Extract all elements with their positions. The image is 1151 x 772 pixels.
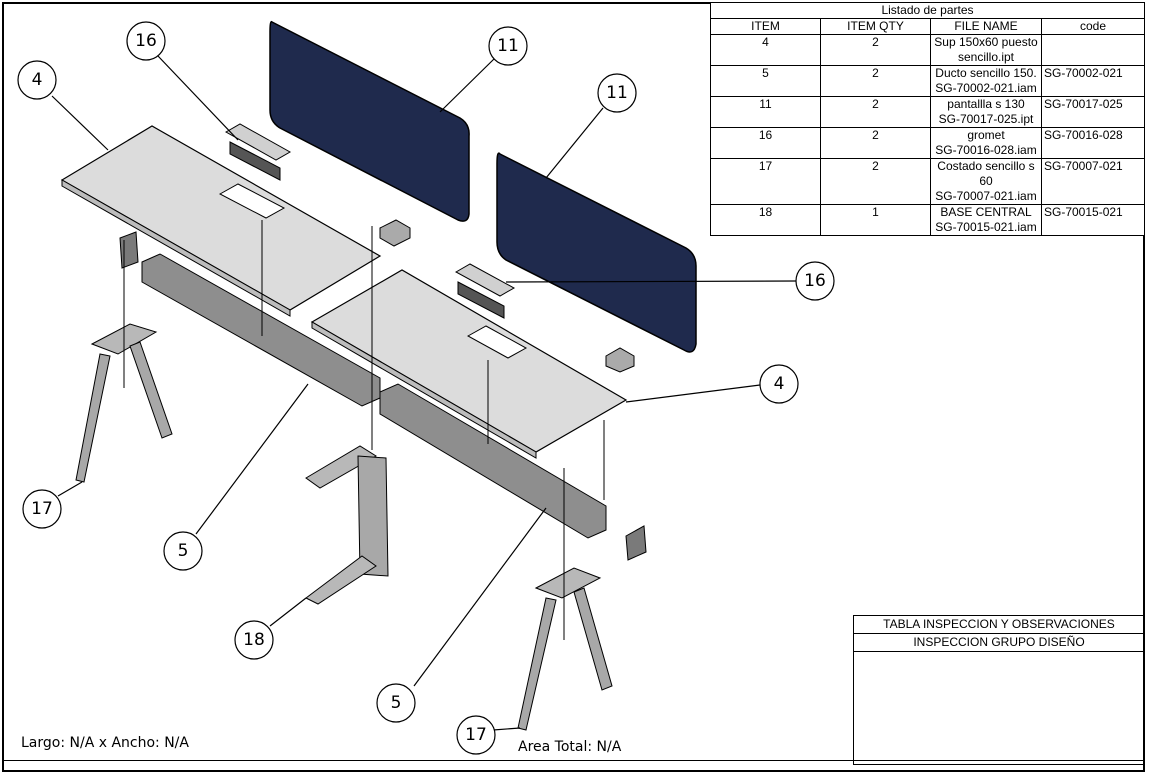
duct-end-cap [625, 525, 647, 561]
file-line: Ducto sencillo 150. [935, 66, 1037, 80]
file-line: SG-70015-021.iam [935, 220, 1037, 234]
parts-list-table: Listado de partes ITEM ITEM QTY FILE NAM… [710, 2, 1145, 236]
header-item-qty: ITEM QTY [820, 18, 931, 35]
inspection-table: TABLA INSPECCION Y OBSERVACIONES INSPECC… [853, 615, 1145, 765]
balloon-label: 16 [135, 31, 157, 51]
cell-code: SG-70016-028 [1041, 127, 1145, 159]
balloon-label: 18 [243, 630, 265, 650]
file-line: BASE CENTRAL [940, 205, 1032, 219]
cell-item: 16 [710, 127, 821, 159]
area-note: Area Total: N/A [518, 739, 622, 755]
desk-top-right-edge [311, 321, 537, 459]
leader-lines [51, 55, 797, 731]
file-line: SG-70007-021.iam [935, 189, 1037, 203]
balloon-18: 18 [234, 620, 274, 660]
grommet-right [454, 263, 516, 319]
file-line: SG-70016-028.iam [935, 143, 1037, 157]
cell-code: SG-70007-021 [1041, 158, 1145, 205]
balloon-label: 5 [391, 693, 402, 713]
screen-panel-right [496, 152, 697, 353]
cell-item: 4 [710, 34, 821, 66]
header-code: code [1041, 18, 1145, 35]
balloon-16-right: 16 [795, 261, 835, 301]
header-file-name: FILE NAME [930, 18, 1042, 35]
balloon-label: 17 [31, 499, 53, 519]
cell-qty: 1 [820, 204, 931, 236]
cable-duct-right [379, 383, 607, 539]
file-line: Costado sencillo s [937, 159, 1035, 173]
balloon-17-right: 17 [456, 715, 496, 755]
assembly-lines [123, 220, 605, 640]
grommet-left [224, 123, 292, 181]
file-line: pantallla s 130 [947, 97, 1025, 111]
dimensions-note: Largo: N/A x Ancho: N/A [21, 735, 189, 751]
bracket-right [605, 347, 635, 373]
duct-end-plate [119, 231, 139, 269]
bracket-left [379, 219, 411, 247]
file-line: SG-70002-021.iam [935, 81, 1037, 95]
inspection-subtitle: INSPECCION GRUPO DISEÑO [854, 634, 1144, 652]
cell-qty: 2 [820, 34, 931, 66]
balloon-17-left: 17 [22, 489, 62, 529]
balloon-label: 11 [606, 83, 628, 103]
balloon-4-left: 4 [17, 60, 57, 100]
cell-code: SG-70002-021 [1041, 65, 1145, 97]
balloon-11-right: 11 [597, 73, 637, 113]
cell-qty: 2 [820, 65, 931, 97]
balloon-label: 17 [465, 725, 487, 745]
balloon-label: 16 [804, 271, 826, 291]
cell-qty: 2 [820, 158, 931, 205]
desk-cutout-left [218, 183, 286, 219]
file-line: SG-70017-025.ipt [938, 112, 1034, 126]
cell-qty: 2 [820, 96, 931, 128]
balloon-label: 4 [32, 70, 43, 90]
header-item: ITEM [710, 18, 821, 35]
cell-code [1041, 34, 1145, 66]
cell-code: SG-70015-021 [1041, 204, 1145, 236]
side-leg-right [517, 567, 613, 731]
cell-item: 11 [710, 96, 821, 128]
balloon-label: 5 [178, 541, 189, 561]
balloon-label: 4 [774, 374, 785, 394]
cell-file-name: Ducto sencillo 150.SG-70002-021.iam [930, 65, 1042, 97]
inspection-title: TABLA INSPECCION Y OBSERVACIONES [854, 616, 1144, 634]
table-row: 5 2 Ducto sencillo 150.SG-70002-021.iam … [710, 65, 1145, 97]
cell-item: 5 [710, 65, 821, 97]
balloon-11-top: 11 [488, 26, 528, 66]
desk-top-left-edge [61, 179, 291, 317]
cell-item: 18 [710, 204, 821, 236]
desk-cutout-right [466, 325, 528, 359]
parts-list-header: ITEM ITEM QTY FILE NAME code [710, 18, 1145, 35]
title-block-strip [2, 760, 1145, 767]
file-line: Sup 150x60 puesto [934, 35, 1038, 49]
cell-code: SG-70017-025 [1041, 96, 1145, 128]
file-line: gromet [967, 128, 1005, 142]
balloon-5-right: 5 [376, 683, 416, 723]
cell-item: 17 [710, 158, 821, 205]
balloon-16-top: 16 [126, 21, 166, 61]
file-line: 60 [979, 174, 993, 188]
balloon-5-left: 5 [163, 531, 203, 571]
balloon-label: 11 [497, 36, 519, 56]
central-base [305, 445, 389, 605]
balloon-4-right: 4 [759, 364, 799, 404]
parts-list-title: Listado de partes [710, 2, 1145, 19]
file-line: sencillo.ipt [957, 50, 1015, 64]
screen-panel-left [269, 20, 470, 222]
cell-qty: 2 [820, 127, 931, 159]
